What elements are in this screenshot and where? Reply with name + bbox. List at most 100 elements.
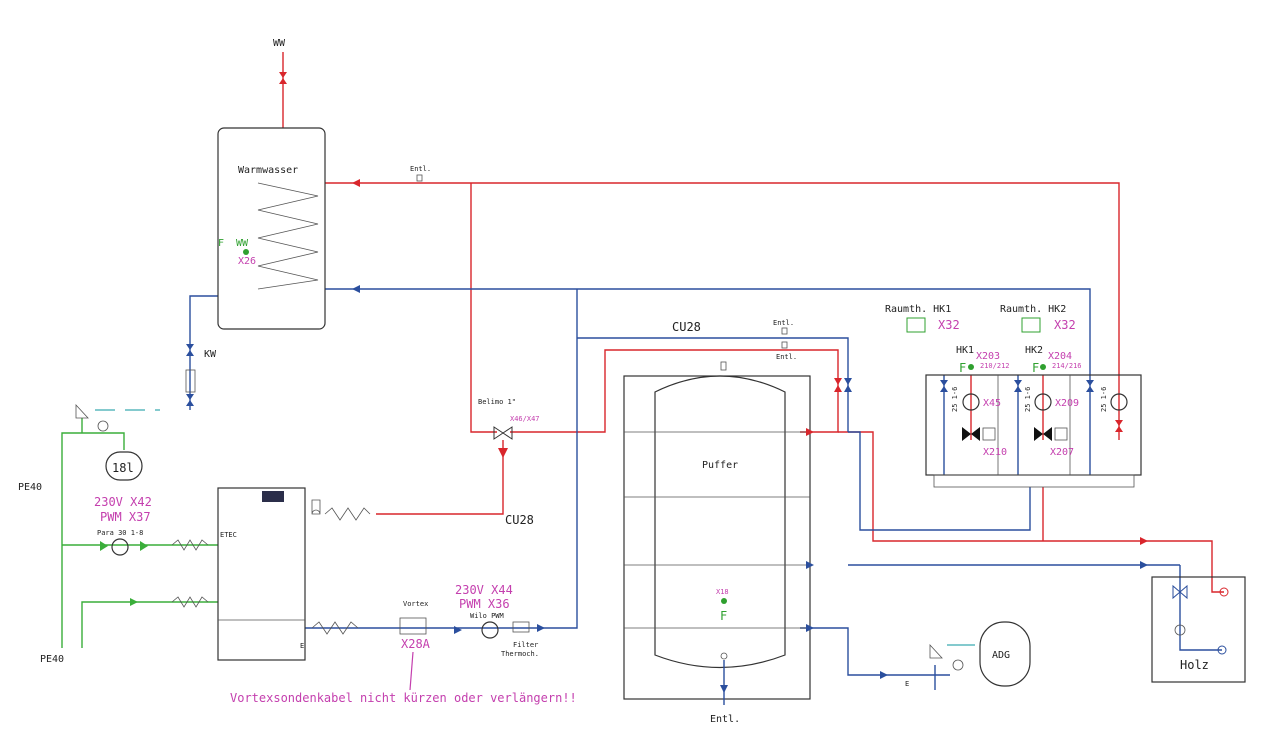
hk1-sensor-dot [968,364,974,370]
holz-unit: Holz [1151,576,1246,683]
hk1-mixer-icon [962,427,980,441]
raumth-hk1-label: Raumth. HK1 [885,304,951,315]
pipe-puffer-hot-right [838,431,1224,593]
kw-valve2-icon [186,394,194,406]
entl-mid1-label: Entl. [773,319,794,327]
entl-mid1-icon [781,327,788,335]
puffer-drain-valve [720,685,728,693]
hk3-pump-icon [1110,393,1128,411]
belimo-valve-icon [493,426,513,440]
cold-valve-filter [537,624,545,632]
pipe-hot-belimo [470,183,497,433]
pe40-bottom-label: PE40 [40,654,64,665]
entl-mid2-icon [781,341,788,349]
x26-label: X26 [238,256,256,267]
pe40-top-label: PE40 [18,482,42,493]
x210-label: X210 [983,447,1007,458]
puffer-bottom-port [720,652,728,660]
raumth-hk2-box [1021,317,1041,333]
pipe-cold-puffer-lower [800,627,950,676]
pipe-green-return [81,601,218,648]
x204-sub: 214/216 [1052,362,1082,370]
green-valve3-icon [130,598,138,606]
boiler-display [262,491,284,502]
hk2-label: HK2 [1025,345,1043,356]
hk2-pump-vert: 25 1-6 [1024,387,1032,412]
pipe-green-top [61,432,125,648]
ww-hot-valve [352,179,360,187]
raumth-hk1-box [906,317,926,333]
puffer-top-vent [720,361,727,371]
vortex-label: Vortex [403,600,428,608]
belimo-terms: X46/X47 [510,415,540,423]
hk3-hot-valve [1115,420,1123,432]
hk1-f-label: F [959,361,966,375]
puffer-label: Puffer [702,460,738,471]
x32-2-label: X32 [1054,318,1076,332]
hk2-sensor-dot [1040,364,1046,370]
spring-icon-green1 [171,539,209,551]
hk1-actuator-icon [982,427,996,441]
expansion-vessel-18l: 18l [105,451,143,481]
filter-label: Filter [513,641,538,649]
x18-label: X18 [716,588,729,596]
svg-text:Holz: Holz [1180,658,1209,672]
vent-icon-left [75,403,89,419]
pipe-cold-to-puffer [577,337,849,432]
hk1-pump-vert: 25 1-6 [951,387,959,412]
svg-text:18l: 18l [112,461,134,475]
adg-vent-icon [929,643,943,659]
hk1-label: HK1 [956,345,974,356]
x209-label: X209 [1055,398,1079,409]
hk1-pump-icon [962,393,980,411]
cu28-top-label: CU28 [672,320,701,334]
wilo-pump-icon [481,621,499,639]
x32-1-label: X32 [938,318,960,332]
valve-blue-top-icon [844,378,852,392]
adg-gauge-icon [952,659,964,671]
e-boiler-label: E [300,642,304,650]
ww-top-label: WW [273,38,286,49]
warmwasser-label: Warmwasser [238,165,298,176]
boiler-230v-label: 230V X42 [94,495,152,509]
x203-sub: 210/212 [980,362,1010,370]
spring-icon-boiler-bottom [311,621,359,635]
x203-label: X203 [976,351,1000,362]
x207-label: X207 [1050,447,1074,458]
puffer-sensor-dot [721,598,727,604]
x28a-label: X28A [401,637,431,651]
entl-top-label: Entl. [410,165,431,173]
hk2-pump-icon [1034,393,1052,411]
green-valve2-icon [140,541,148,551]
puffer-sensor-f: F [720,609,727,623]
spring-icon-green2 [171,596,209,608]
hk2-actuator-icon [1054,427,1068,441]
hk2-mixer-icon [1034,427,1052,441]
boiler-brand: ETEC [220,531,237,539]
wilo-valve-icon [454,626,462,634]
hk3-pump-vert: 25 1-6 [1100,387,1108,412]
kw-valve-icon [186,344,194,356]
kw-label: KW [204,349,217,360]
heating-circuit-group [925,374,1142,488]
entl-bottom-label: Entl. [710,714,740,725]
cu28-boiler-label: CU28 [505,513,534,527]
belimo-label: Belimo 1" [478,398,516,406]
x204-label: X204 [1048,351,1072,362]
vortex-sensor-icon [399,617,427,635]
puffer-valve-blue2 [806,561,814,569]
para-pump-label: Para 30 1-8 [97,529,143,537]
wilo-230v-label: 230V X44 [455,583,513,597]
entl-top-icon [416,174,423,182]
green-valve-icon [100,541,108,551]
spring-icon-boiler-top [324,507,371,521]
thermoch-label: Thermoch. [501,650,539,658]
x45-label: X45 [983,398,1001,409]
wilo-pwm-label: PWM X36 [459,597,510,611]
puffer-valve-red [806,428,814,436]
ww-cold-valve [352,285,360,293]
filter-icon [512,621,530,633]
svg-text:ADG: ADG [992,650,1010,661]
pipe-cold-hk-return [848,431,1031,531]
